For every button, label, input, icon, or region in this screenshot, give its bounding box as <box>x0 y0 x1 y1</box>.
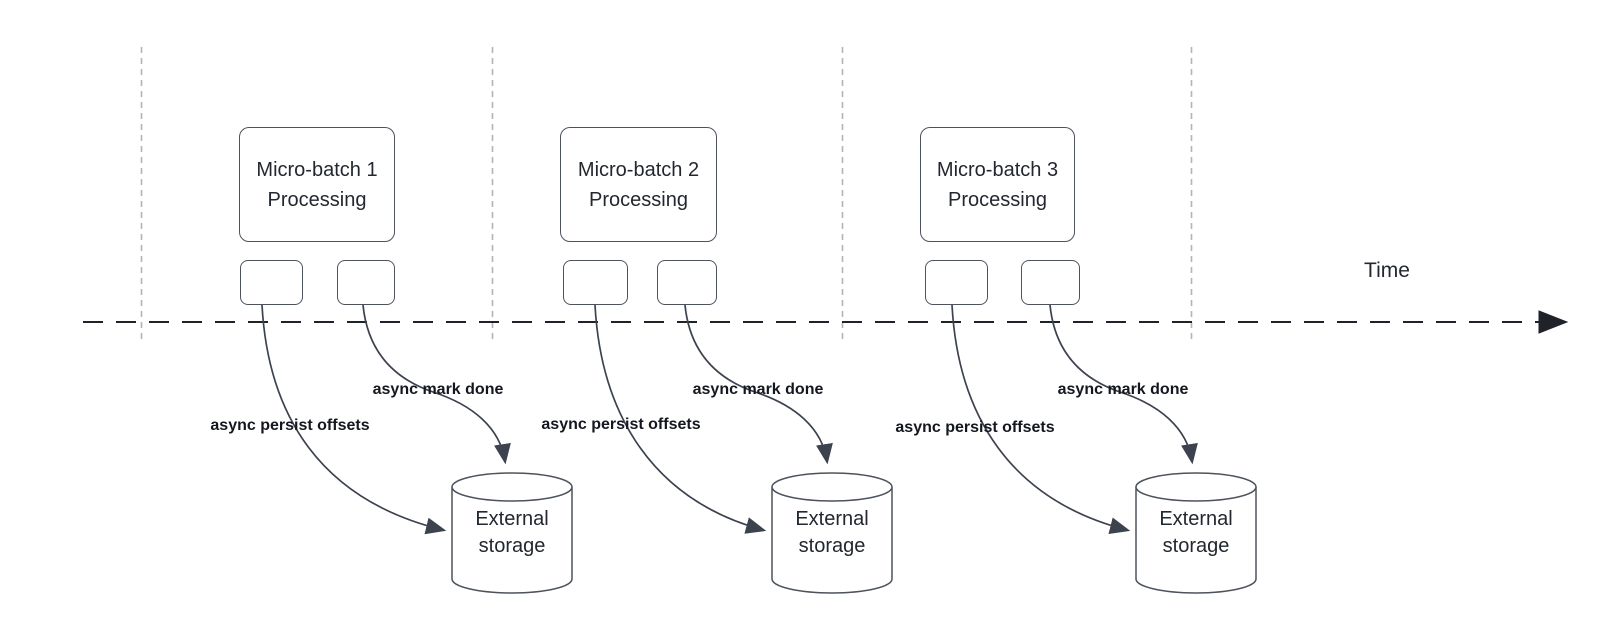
persist-task-box-2 <box>563 260 628 305</box>
storage-label-2: External storage <box>795 508 869 557</box>
mark-done-arrow-2 <box>684 304 833 465</box>
persist-offsets-label-2: async persist offsets <box>541 416 701 433</box>
micro-batch-1-box: Micro-batch 1 Processing <box>239 127 395 242</box>
time-axis-label: Time <box>1364 259 1410 282</box>
mark-done-label-3: async mark done <box>1057 381 1189 398</box>
persist-task-box-3 <box>925 260 988 305</box>
persist-task-box-1 <box>240 260 303 305</box>
storage-cylinder-3 <box>1135 472 1257 594</box>
mark-done-task-box-3 <box>1021 260 1080 305</box>
persist-offsets-arrow-3 <box>951 304 1131 535</box>
mark-done-label-2: async mark done <box>692 381 824 398</box>
storage-label-3: External storage <box>1159 508 1233 557</box>
storage-label-1: External storage <box>475 508 549 557</box>
micro-batch-3-box: Micro-batch 3 Processing <box>920 127 1075 242</box>
persist-offsets-label-1: async persist offsets <box>210 417 370 434</box>
mark-done-arrow-3 <box>1049 304 1198 465</box>
persist-offsets-label-3: async persist offsets <box>895 419 1055 436</box>
storage-cylinder-2 <box>771 472 893 594</box>
mark-done-task-box-2 <box>657 260 717 305</box>
mark-done-label-1: async mark done <box>372 381 504 398</box>
persist-offsets-arrow-1 <box>261 304 447 535</box>
mark-done-task-box-1 <box>337 260 395 305</box>
micro-batch-2-box: Micro-batch 2 Processing <box>560 127 717 242</box>
storage-cylinder-1 <box>451 472 573 594</box>
persist-offsets-arrow-2 <box>594 304 767 534</box>
mark-done-arrow-1 <box>362 304 511 465</box>
